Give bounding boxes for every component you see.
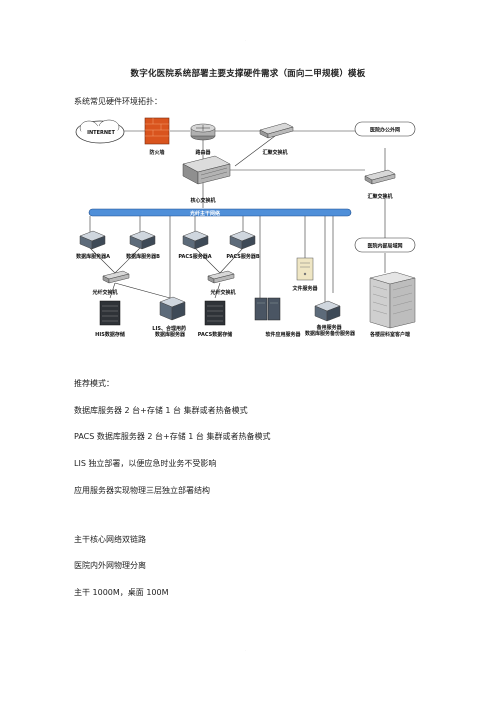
pacs-storage-icon	[204, 300, 226, 326]
pacs-server-a-label: PACS服务器A	[178, 253, 211, 260]
recommend-item-2: PACS 数据库服务器 2 台+存储 1 台 集群或者热备模式	[74, 432, 271, 441]
his-storage-label: HIS数据存储	[95, 331, 125, 338]
fiber-backbone-bar	[88, 208, 352, 217]
file-server-label: 文件服务器	[292, 285, 318, 292]
pacs-server-b-icon	[229, 230, 256, 250]
backup-server-label: 备用服务器 数据库服务备份服务器	[305, 324, 356, 337]
agg-switch-top-label: 汇聚交换机	[262, 149, 287, 156]
fiber-switch-left-icon	[102, 270, 130, 284]
db-server-a-label: 数据库服务器A	[76, 253, 110, 260]
db-server-a-icon	[79, 230, 106, 250]
app-server-label: 软件应用服务器	[265, 331, 301, 338]
section-subtitle: 系统常见硬件环境拓扑：	[74, 97, 162, 106]
watermark-top: ·	[245, 38, 247, 43]
connection-lines	[89, 130, 386, 303]
agg-switch-right-icon	[364, 169, 396, 185]
firewall-label: 防火墙	[149, 149, 164, 156]
pacs-server-b-label: PACS服务器B	[226, 253, 259, 260]
firewall-icon	[144, 117, 170, 145]
recommend-title: 推荐模式：	[74, 379, 114, 388]
pacs-server-a-icon	[182, 230, 209, 250]
lis-server-label-line1: LIS、合理用药	[152, 325, 186, 332]
internet-cloud-icon	[75, 119, 125, 144]
agg-switch-top-icon	[259, 122, 294, 139]
file-server-icon	[296, 257, 314, 281]
network-topology-diagram: INTERNET 防火墙 路由器 汇聚交换机 医院办公	[75, 117, 416, 338]
core-switch-icon	[182, 155, 231, 185]
clients-building-icon	[369, 271, 416, 329]
lis-server-label-line2: 数据库服务器	[155, 331, 186, 338]
db-server-b-icon	[129, 230, 156, 250]
lis-server-label: LIS、合理用药 数据库服务器	[152, 325, 187, 338]
core-switch-label: 核心交换机	[190, 197, 215, 204]
recommend-item-3: LIS 独立部署，以便应急时业务不受影响	[74, 459, 217, 468]
clients-label: 各楼层科室客户端	[369, 331, 410, 338]
fiber-switch-right-icon	[207, 270, 235, 284]
recommend-item-4: 应用服务器实现物理三层独立部署结构	[74, 486, 210, 495]
hospital-lan-bubble	[354, 237, 416, 253]
db-server-b-label: 数据库服务器B	[126, 253, 160, 260]
lis-server-icon	[159, 296, 186, 321]
backup-server-icon	[314, 300, 341, 322]
fiber-switch-right-label: 光纤交换机	[209, 289, 235, 296]
network-item-2: 医院内外网物理分离	[74, 561, 146, 570]
watermark-bottom: ·	[245, 648, 247, 653]
router-icon	[190, 123, 216, 141]
network-item-1: 主干核心网络双链路	[74, 535, 146, 544]
hospital-office-net-label: 医院办公外网	[370, 127, 400, 134]
router-label: 路由器	[195, 149, 211, 156]
office-net-bubble	[354, 121, 416, 137]
backup-server-label-line1: 备用服务器	[316, 324, 343, 331]
network-item-3: 主干 1000M，桌面 100M	[74, 588, 169, 597]
fiber-switch-left-label: 光纤交换机	[91, 289, 117, 296]
backup-server-label-line2: 数据库服务备份服务器	[305, 330, 356, 337]
fiber-backbone-label: 光纤主干网络	[189, 210, 220, 217]
internet-label: INTERNET	[87, 130, 115, 136]
agg-switch-right-label: 汇聚交换机	[367, 193, 392, 200]
recommend-item-1: 数据库服务器 2 台+存储 1 台 集群或者热备模式	[74, 406, 248, 415]
app-server-icon	[254, 297, 281, 321]
pacs-storage-label: PACS数据存储	[198, 331, 232, 338]
his-storage-icon	[99, 300, 121, 326]
hospital-lan-label: 医院内部局域网	[367, 243, 402, 250]
document-title: 数字化医院系统部署主要支撑硬件需求（面向二甲规模）模板	[130, 69, 366, 79]
